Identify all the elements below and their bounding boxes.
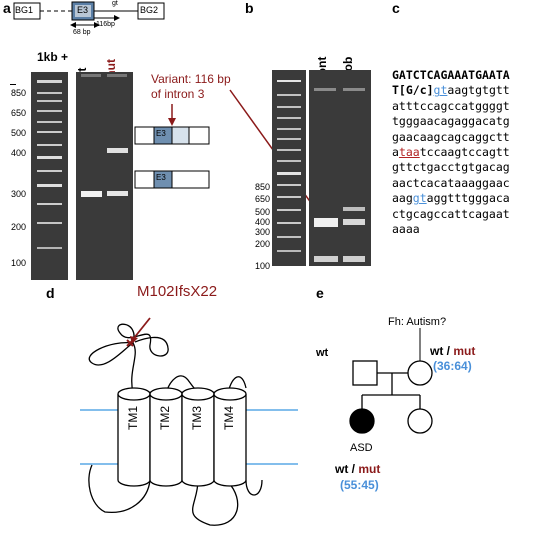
sequence-line: gttctgacctgtgacag xyxy=(392,160,510,175)
tick-b-300: 300 xyxy=(254,227,270,237)
proband-asd-label: ASD xyxy=(350,442,373,454)
splice-site-gt: gt xyxy=(412,191,427,206)
band-mut-300 xyxy=(107,191,128,196)
proband-geno-wt: wt xyxy=(335,462,349,476)
gene-bg1-label: BG1 xyxy=(15,5,34,15)
exon-schematics xyxy=(134,126,210,189)
tick-650: 650 xyxy=(10,108,26,118)
sequence-segment: aag xyxy=(392,191,413,206)
proband-geno-mut: mut xyxy=(358,462,381,476)
sequence-segment: T[G/c] xyxy=(392,83,434,98)
tick-b-400: 400 xyxy=(254,217,270,227)
sequence-line: atttccagccatggggt xyxy=(392,99,510,114)
gene-68bp-label: 68 bp xyxy=(73,29,91,36)
sequence-segment: aagtgtgtt xyxy=(447,83,510,98)
proband-ratio: (55:45) xyxy=(340,478,379,492)
tick-b-650: 650 xyxy=(254,194,270,204)
sequence-segment: aggtttgggaca xyxy=(426,191,510,206)
sequence-line: aactcacataaaggaac xyxy=(392,176,510,191)
gel-a-samples xyxy=(76,72,133,280)
sequence-line: T[G/c]gtaagtgtgtt xyxy=(392,83,510,98)
gene-e3-label: E3 xyxy=(77,5,89,15)
pedigree-mother xyxy=(407,360,433,386)
sequence-segment: tccaagtccagtt xyxy=(419,144,510,159)
sequence-segment: GATCTCAGAAATGAATA xyxy=(392,68,510,82)
tick-b-850: 850 xyxy=(254,182,270,192)
mother-geno-wt: wt xyxy=(430,344,444,358)
tick-850: 850 xyxy=(10,88,26,98)
sequence-segment: atttccagccatggggt xyxy=(392,98,510,113)
tm4-label: TM4 xyxy=(222,406,236,430)
variant-line-2: of intron 3 xyxy=(151,87,205,101)
gene-bg2-label: BG2 xyxy=(140,5,159,15)
sequence-line: aaggtaggtttgggaca xyxy=(392,191,510,206)
sequence-line: ctgcagccattcagaat xyxy=(392,207,510,222)
proband-genotype: wt / mut xyxy=(335,462,380,476)
sequence-line: GATCTCAGAAATGAATA xyxy=(392,68,510,83)
panel-d-label: d xyxy=(46,285,55,301)
variant-annotation: Variant: 116 bp of intron 3 xyxy=(151,72,231,102)
tick-200: 200 xyxy=(10,222,26,232)
gel-b-ladder xyxy=(272,70,306,266)
protein-topology-diagram xyxy=(80,317,298,526)
band-wt-300 xyxy=(81,191,102,197)
gel-b-samples xyxy=(309,70,371,266)
tick-300: 300 xyxy=(10,189,26,199)
exon-box-bottom-label: E3 xyxy=(156,173,166,182)
sequence-line: gaacaagcagcaggctt xyxy=(392,130,510,145)
band-prob-400 xyxy=(343,207,365,211)
sequence-line: ataatccaagtccagtt xyxy=(392,145,510,160)
band-prob-300 xyxy=(343,219,365,225)
variant-line-1: Variant: 116 bp xyxy=(151,72,231,86)
exon-box-top-label: E3 xyxy=(156,129,166,138)
sequence-segment: ctgcagccattcagaat xyxy=(392,206,510,221)
tick-100: 100 xyxy=(10,258,26,268)
mother-geno-sep: / xyxy=(443,344,454,358)
father-genotype: wt xyxy=(316,347,329,359)
stop-codon: taa xyxy=(398,144,420,159)
pedigree-chart xyxy=(349,328,433,434)
gene-gt-label: gt xyxy=(112,0,118,7)
pedigree-father xyxy=(352,360,378,386)
sequence-line: aaaa xyxy=(392,222,510,237)
tick-500: 500 xyxy=(10,128,26,138)
sequence-segment: aactcacataaaggaac xyxy=(392,175,510,190)
panel-c-label: c xyxy=(392,0,400,16)
mutation-label: M102IfsX22 xyxy=(137,283,218,300)
lane-label-1kb: 1kb + xyxy=(37,50,69,64)
tick-400: 400 xyxy=(10,148,26,158)
gene-structure-diagram xyxy=(13,1,165,28)
gene-116bp-label: 116bp xyxy=(96,21,115,28)
tick-top-dash xyxy=(10,84,16,85)
splice-site-gt: gt xyxy=(433,83,448,98)
tick-b-200: 200 xyxy=(254,239,270,249)
proband-geno-sep: / xyxy=(348,462,359,476)
tick-b-100: 100 xyxy=(254,261,270,271)
sequence-line: tgggaacagaggacatg xyxy=(392,114,510,129)
family-history-label: Fh: Autism? xyxy=(388,316,447,328)
tick-b-500: 500 xyxy=(254,207,270,217)
sequence-segment: gaacaagcagcaggctt xyxy=(392,129,510,144)
tm2-label: TM2 xyxy=(158,406,172,430)
panel-e-label: e xyxy=(316,285,324,301)
sequence-segment: a xyxy=(392,144,399,159)
gel-a-ladder xyxy=(31,72,68,280)
tm3-label: TM3 xyxy=(190,406,204,430)
mother-ratio: (36:64) xyxy=(433,359,472,373)
pedigree-proband xyxy=(349,408,375,434)
panel-a-label: a xyxy=(3,0,11,16)
sequence-segment: aaaa xyxy=(392,221,420,236)
band-cont-300 xyxy=(314,218,338,227)
band-mut-400 xyxy=(107,148,128,153)
panel-b-label: b xyxy=(245,0,254,16)
sequence-segment: gttctgacctgtgacag xyxy=(392,160,510,175)
pedigree-sibling xyxy=(407,408,433,434)
mother-geno-mut: mut xyxy=(453,344,476,358)
tm1-label: TM1 xyxy=(126,406,140,430)
sequence-segment: tgggaacagaggacatg xyxy=(392,114,510,129)
mother-genotype: wt / mut xyxy=(430,344,475,358)
